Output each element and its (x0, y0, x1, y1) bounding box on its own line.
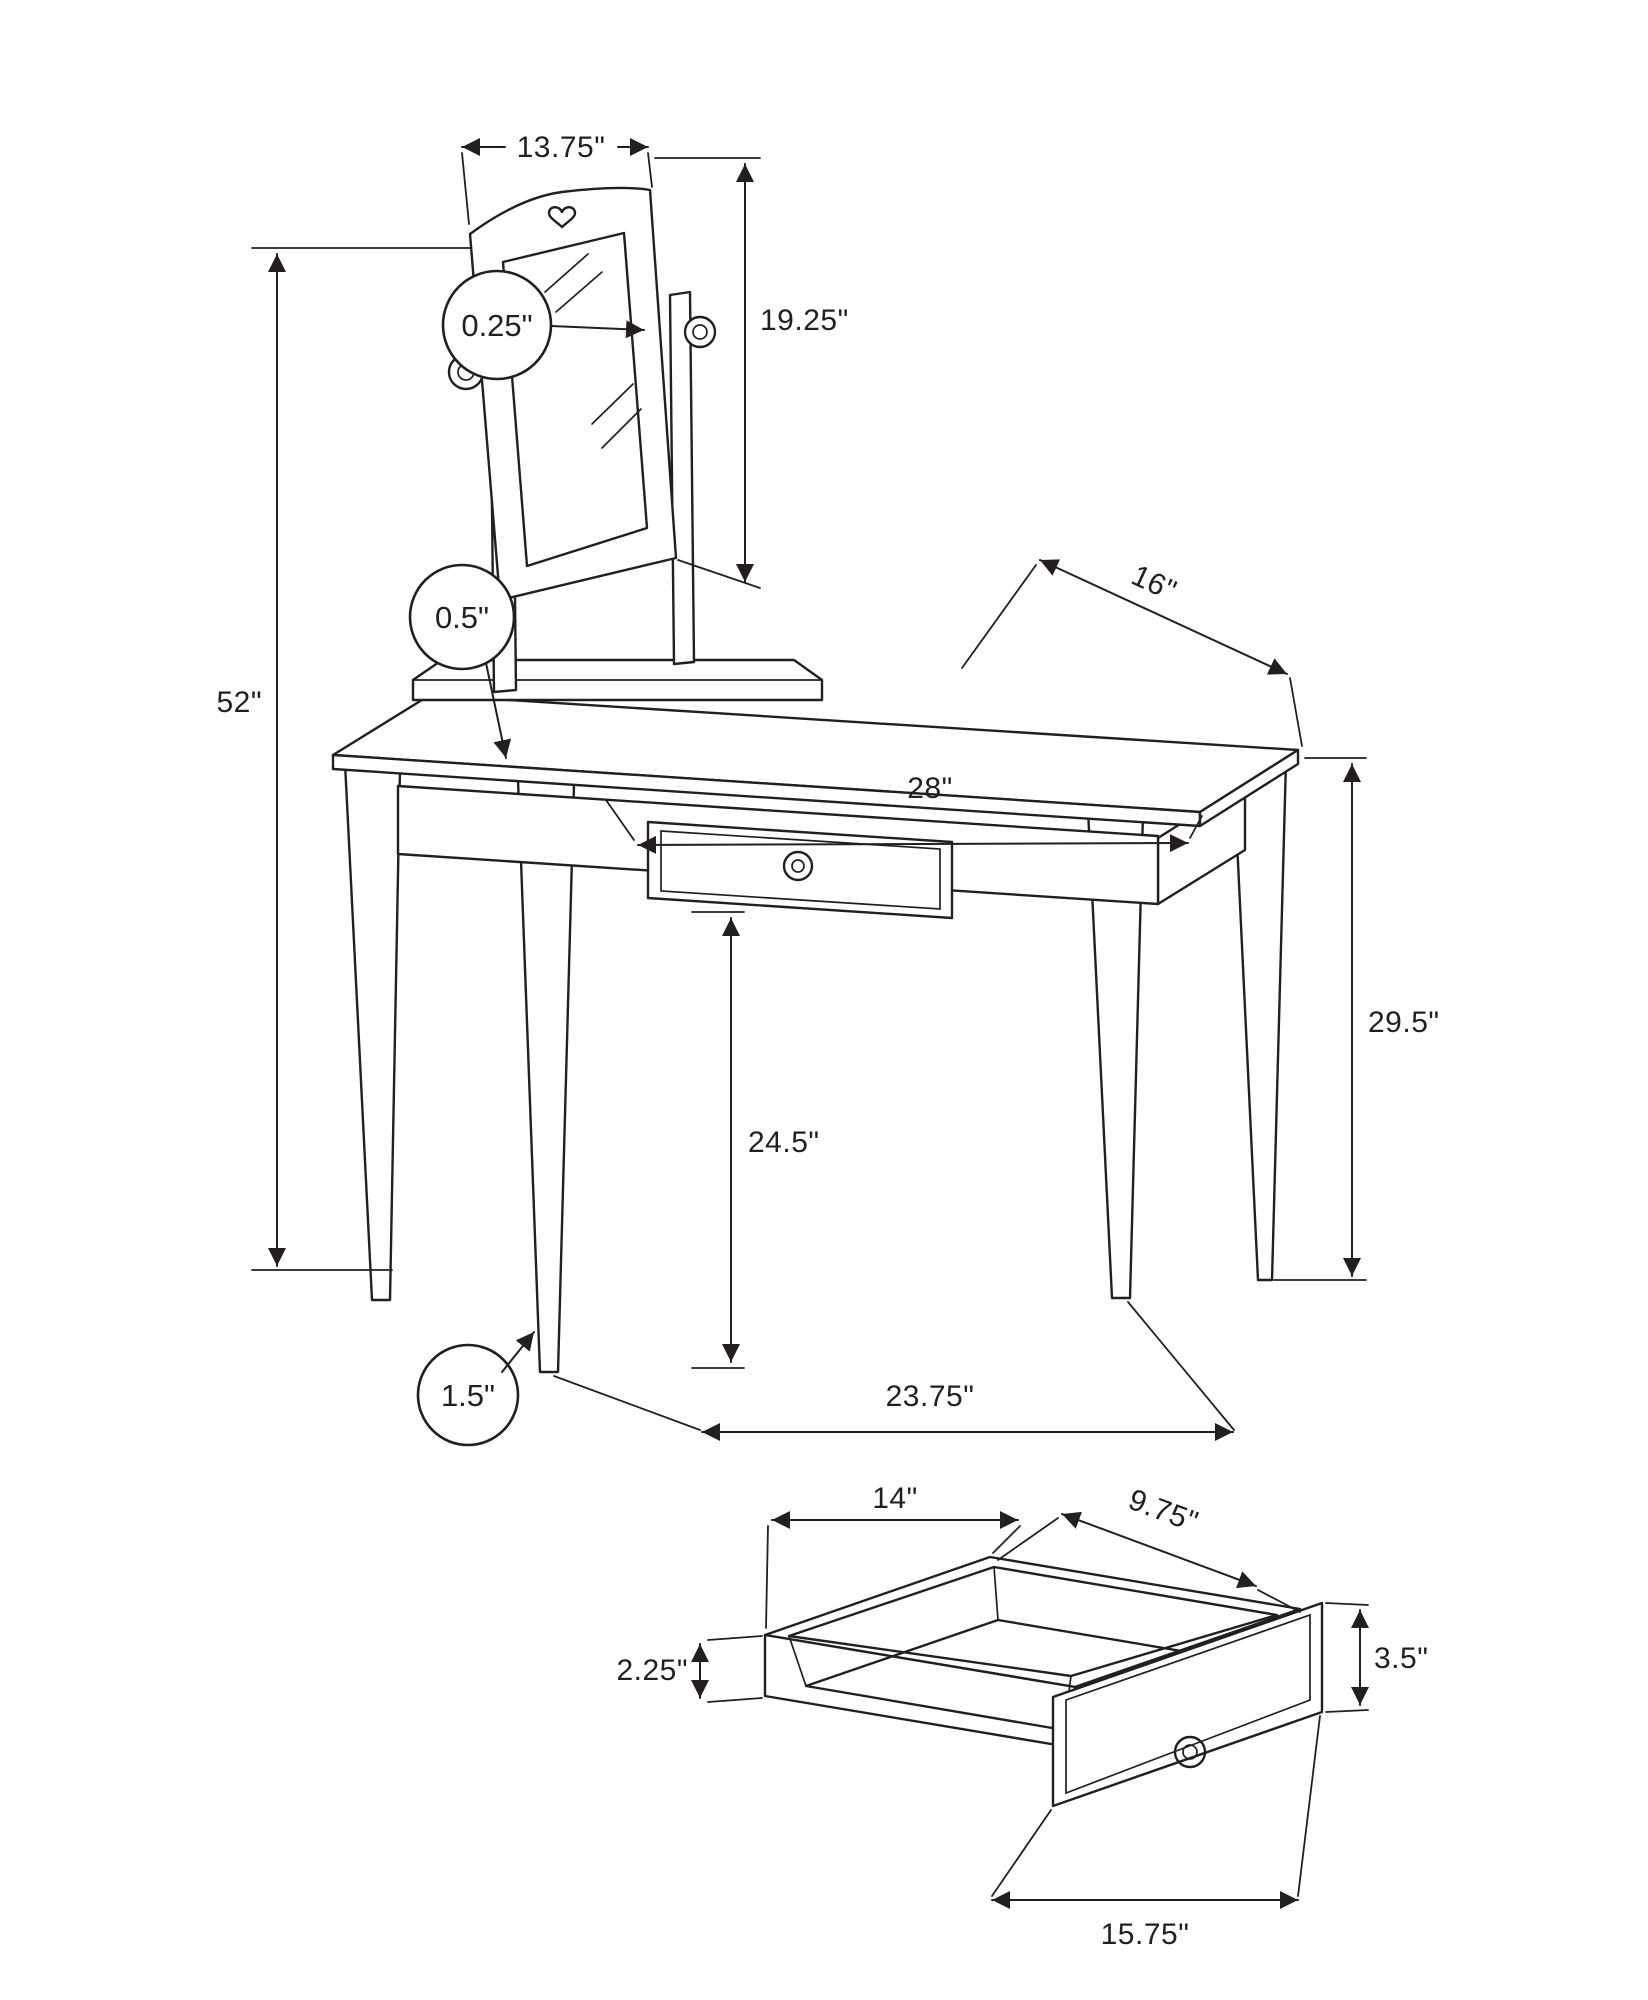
callout-leg-thickness-label: 1.5" (441, 1378, 495, 1413)
dim-table-height-label: 29.5" (1368, 1006, 1440, 1039)
drawer-panel-border (1065, 1613, 1311, 1795)
dim-mirror-width-label: 13.75" (517, 131, 606, 164)
callout-leg-thickness: 1.5" (416, 1331, 535, 1447)
glass-shine-line (591, 383, 634, 425)
glass-shine-line (601, 408, 642, 449)
leg-front-left (516, 778, 576, 1374)
dim-drawer-side-height: 2.25" (616, 1635, 763, 1703)
drawer-knob-center (791, 859, 805, 873)
callout-circle (441, 269, 553, 381)
dim-leg-clearance-label: 24.5" (748, 1126, 820, 1159)
dim-drawer-side-height-label: 2.25" (616, 1654, 688, 1687)
drawer-box-corner-edge (788, 1635, 807, 1687)
dim-drawer-front-width: 15.75" (991, 1715, 1321, 1951)
dim-leg-span-label: 23.75" (886, 1380, 975, 1413)
mirror-swivel-knob-right (683, 315, 717, 349)
dim-leg-clearance: 24.5" (691, 911, 820, 1369)
mirror-swivel-knob-right-center (692, 324, 708, 340)
dimensions-group: 13.75" 19.25" 0.25" 0.5" 52" (216, 131, 1440, 1447)
dim-mirror-width: 13.75" (461, 131, 653, 225)
callout-circle (408, 563, 516, 671)
callout-tabletop-thickness: 0.5" (408, 563, 516, 759)
drawer-panel-knob (1173, 1735, 1207, 1769)
leg-back-left (343, 761, 402, 1302)
dim-drawer-front-width-label: 15.75" (1101, 1918, 1190, 1951)
dim-tabletop-width: 28" (605, 772, 1203, 854)
drawer-detail-group: 14" 9.75" 2.25" 3.5" 15.75" (616, 1482, 1428, 1951)
dim-drawer-inner-width-label: 14" (872, 1482, 918, 1515)
dim-leg-span: 23.75" (553, 1301, 1235, 1441)
drawer-panel-knob-center (1182, 1744, 1198, 1760)
dim-drawer-front-height: 3.5" (1325, 1602, 1428, 1713)
drawer-box-corner-edge (993, 1566, 999, 1621)
dim-drawer-front-height-label: 3.5" (1374, 1642, 1428, 1675)
callout-mirror-thickness: 0.25" (441, 269, 645, 381)
dim-drawer-depth-label: 9.75" (1124, 1483, 1203, 1539)
glass-shine-line (555, 271, 603, 313)
dim-table-height: 29.5" (1273, 757, 1440, 1281)
drawer-panel (1051, 1601, 1324, 1808)
desk-group (331, 693, 1300, 1374)
dim-tabletop-depth-label: 16" (1126, 559, 1181, 608)
mirror-post-right (668, 290, 696, 666)
dim-overall-height-label: 52" (216, 686, 262, 719)
callout-mirror-thickness-label: 0.25" (461, 308, 532, 343)
dim-mirror-height: 19.25" (654, 157, 849, 589)
dim-tabletop-width-label: 28" (907, 772, 953, 805)
dim-mirror-height-label: 19.25" (760, 304, 849, 337)
callout-circle (416, 1343, 520, 1447)
heart-cutout-icon (547, 206, 577, 229)
glass-shine-line (544, 253, 589, 293)
dim-overall-height: 52" (216, 247, 471, 1271)
dim-tabletop-depth: 16" (961, 559, 1303, 747)
dim-drawer-inner-width: 14" (765, 1482, 1021, 1629)
callout-tabletop-thickness-label: 0.5" (435, 600, 489, 635)
